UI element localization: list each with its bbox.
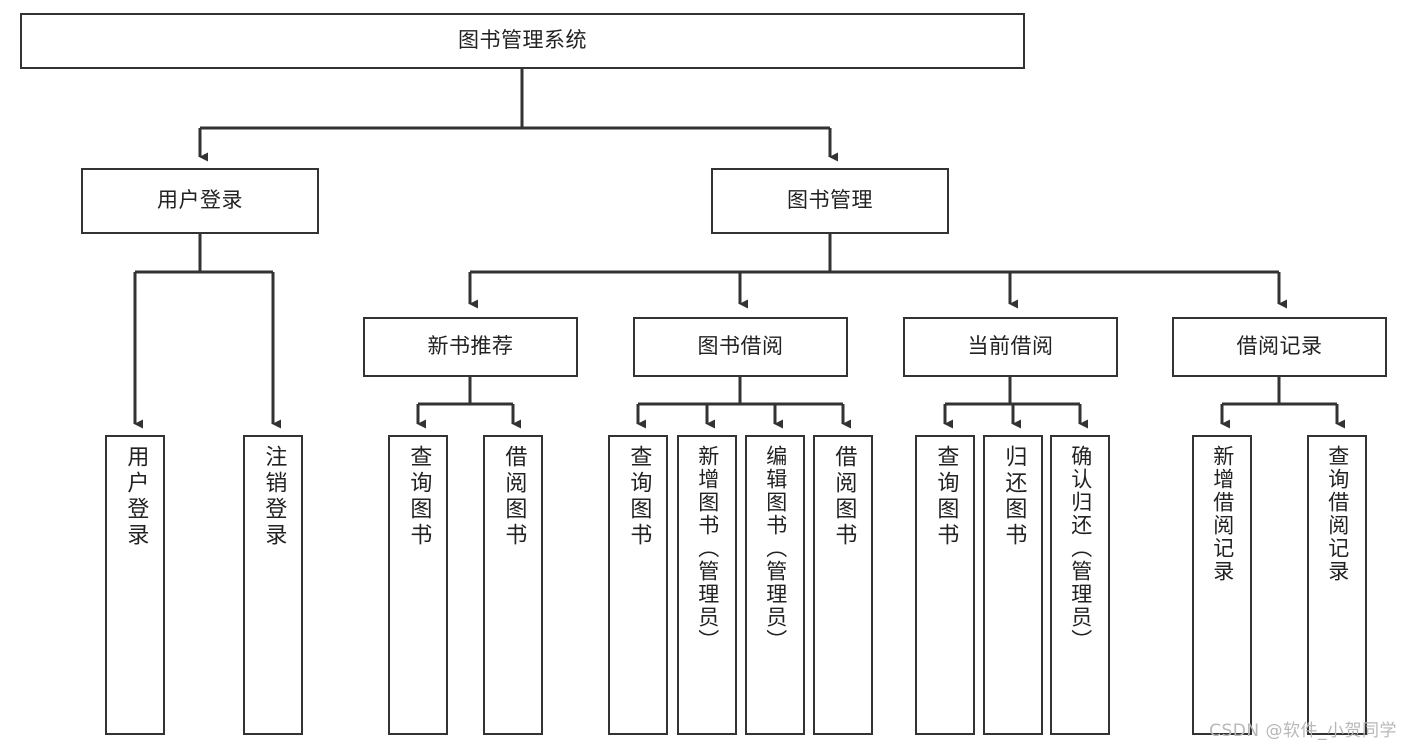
node-leaf-query-book-current[interactable]: 查询图书 <box>915 435 975 735</box>
node-leaf-add-book-admin[interactable]: 新增图书（管理员） <box>677 435 737 735</box>
edges-root-to-level2 <box>198 69 838 162</box>
node-label: 编辑图书（管理员） <box>763 445 788 652</box>
node-label: 新书推荐 <box>427 334 514 359</box>
node-label: 借阅图书 <box>501 445 527 549</box>
node-leaf-borrow-book-borrow[interactable]: 借阅图书 <box>813 435 873 735</box>
node-label: 查询图书 <box>406 445 432 549</box>
node-label: 当前借阅 <box>967 334 1054 359</box>
node-label: 归还图书 <box>1001 445 1027 549</box>
node-leaf-query-book-new-recommend[interactable]: 查询图书 <box>388 435 448 735</box>
node-label: 新增借阅记录 <box>1210 445 1235 583</box>
edges-borrowrecord-to-leaves <box>1220 377 1345 429</box>
edges-bookborrow-to-leaves <box>636 377 851 429</box>
node-leaf-edit-book-admin[interactable]: 编辑图书（管理员） <box>745 435 805 735</box>
node-label: 借阅记录 <box>1236 334 1323 359</box>
edges-newbook-to-leaves <box>416 377 521 429</box>
node-label: 新增图书（管理员） <box>695 445 720 652</box>
csdn-watermark: CSDN @软件_小贺同学 <box>1209 721 1397 741</box>
node-label: 图书管理系统 <box>458 28 587 53</box>
node-current-borrow[interactable]: 当前借阅 <box>903 317 1118 377</box>
node-label: 确认归还（管理员） <box>1068 445 1093 652</box>
node-leaf-user-login[interactable]: 用户登录 <box>105 435 165 735</box>
node-label: 用户登录 <box>157 188 243 213</box>
node-leaf-borrow-book-new-recommend[interactable]: 借阅图书 <box>483 435 543 735</box>
node-label: 用户登录 <box>123 445 149 549</box>
node-leaf-query-borrow-record[interactable]: 查询借阅记录 <box>1307 435 1367 735</box>
node-leaf-query-book-borrow[interactable]: 查询图书 <box>608 435 668 735</box>
node-label: 查询借阅记录 <box>1325 445 1350 583</box>
node-leaf-logout-login[interactable]: 注销登录 <box>243 435 303 735</box>
node-label: 借阅图书 <box>831 445 857 549</box>
node-label: 图书管理 <box>787 188 873 213</box>
node-borrow-record[interactable]: 借阅记录 <box>1172 317 1387 377</box>
edges-currentborrow-to-leaves <box>943 377 1088 429</box>
node-user-login[interactable]: 用户登录 <box>81 168 319 234</box>
node-label: 图书借阅 <box>697 334 784 359</box>
edges-user-login-to-leaves <box>133 234 281 429</box>
node-root-book-management-system[interactable]: 图书管理系统 <box>20 13 1025 69</box>
node-label: 查询图书 <box>626 445 652 549</box>
node-label: 查询图书 <box>933 445 959 549</box>
node-leaf-confirm-return-admin[interactable]: 确认归还（管理员） <box>1050 435 1110 735</box>
node-leaf-add-borrow-record[interactable]: 新增借阅记录 <box>1192 435 1252 735</box>
edges-bookmgmt-to-level3 <box>468 234 1287 309</box>
node-book-management[interactable]: 图书管理 <box>711 168 949 234</box>
node-new-book-recommend[interactable]: 新书推荐 <box>363 317 578 377</box>
node-leaf-return-book[interactable]: 归还图书 <box>983 435 1043 735</box>
node-label: 注销登录 <box>261 445 287 549</box>
node-book-borrow[interactable]: 图书借阅 <box>633 317 848 377</box>
